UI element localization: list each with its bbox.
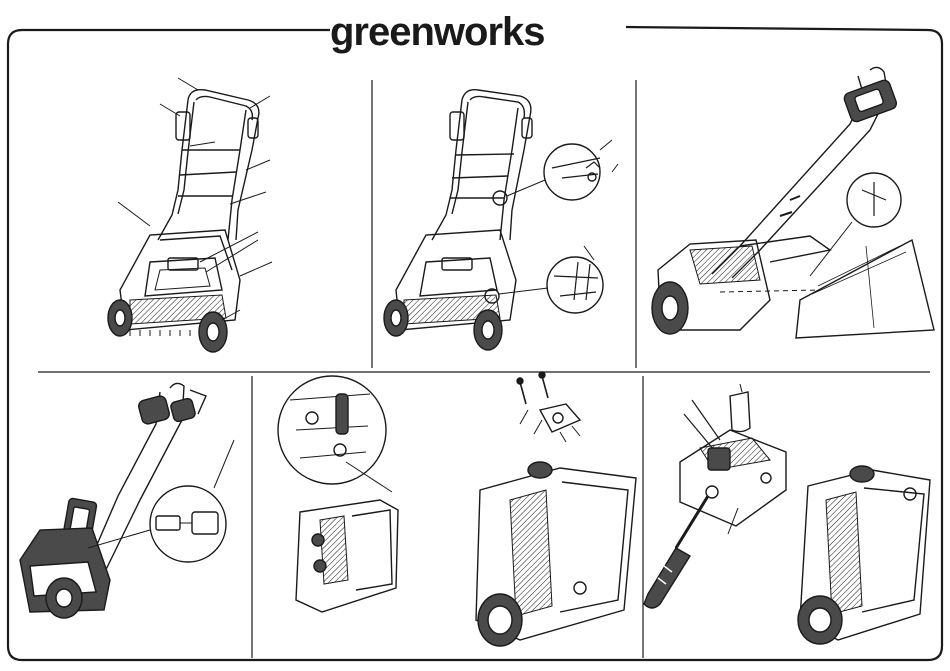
- page-frame: [8, 27, 942, 660]
- blade-sleeve: [730, 392, 750, 432]
- panel-battery-insert: [20, 383, 234, 618]
- panel-cassette-detail: [278, 372, 636, 646]
- handle-top: [188, 90, 259, 240]
- handle-left-tube: [158, 100, 188, 240]
- bolt-callout-circle: [278, 376, 386, 484]
- panel-assembled-overview: [108, 78, 272, 352]
- knob-callout-circle: [544, 144, 600, 200]
- panel-collection-bag: [652, 67, 934, 338]
- screwdriver-shaft: [676, 496, 708, 548]
- collection-bag: [796, 240, 934, 338]
- panel-dividers: [38, 80, 930, 658]
- screwdriver-handle: [644, 548, 690, 608]
- panel-handle-fastening-detail: [384, 90, 618, 350]
- brand-logo: greenworks: [330, 6, 540, 58]
- connector-callout-circle: [150, 486, 226, 562]
- panel-blade-replacement: [644, 384, 930, 644]
